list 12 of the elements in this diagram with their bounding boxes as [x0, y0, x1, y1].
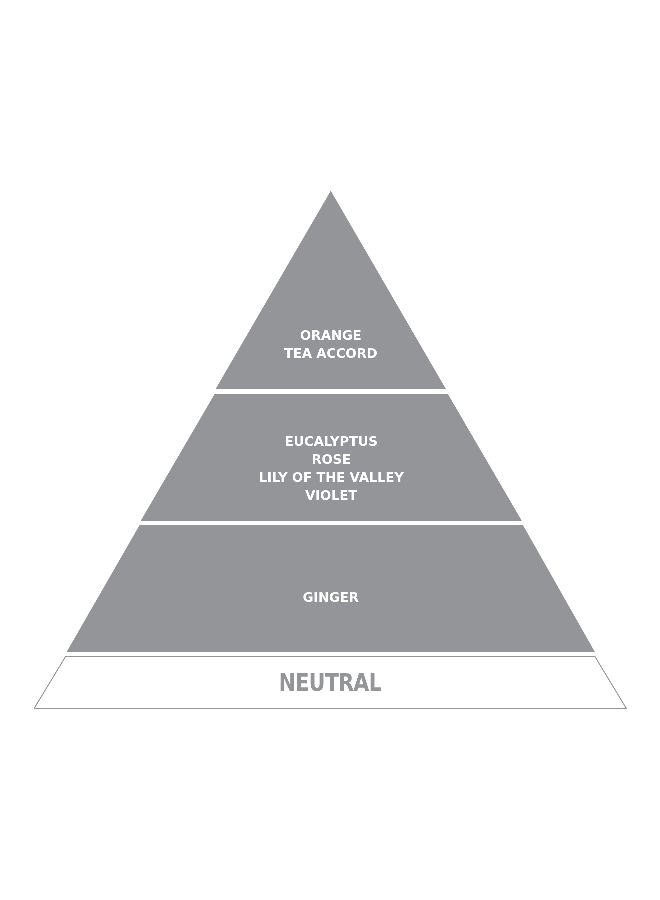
note-text: VIOLET: [306, 488, 358, 506]
pyramid-tier: [67, 525, 595, 652]
note-text: GINGER: [303, 590, 359, 608]
note-text: TEA ACCORD: [284, 346, 378, 364]
note-text: ROSE: [312, 452, 352, 470]
pyramid-tier: [34, 656, 627, 709]
pyramid-tier: [141, 394, 522, 521]
tier-label: NEUTRAL: [279, 670, 382, 694]
pyramid-tier: [216, 191, 446, 389]
note-text: ORANGE: [300, 328, 362, 346]
note-text: LILY OF THE VALLEY: [258, 470, 404, 488]
note-text: EUCALYPTUS: [284, 434, 378, 452]
